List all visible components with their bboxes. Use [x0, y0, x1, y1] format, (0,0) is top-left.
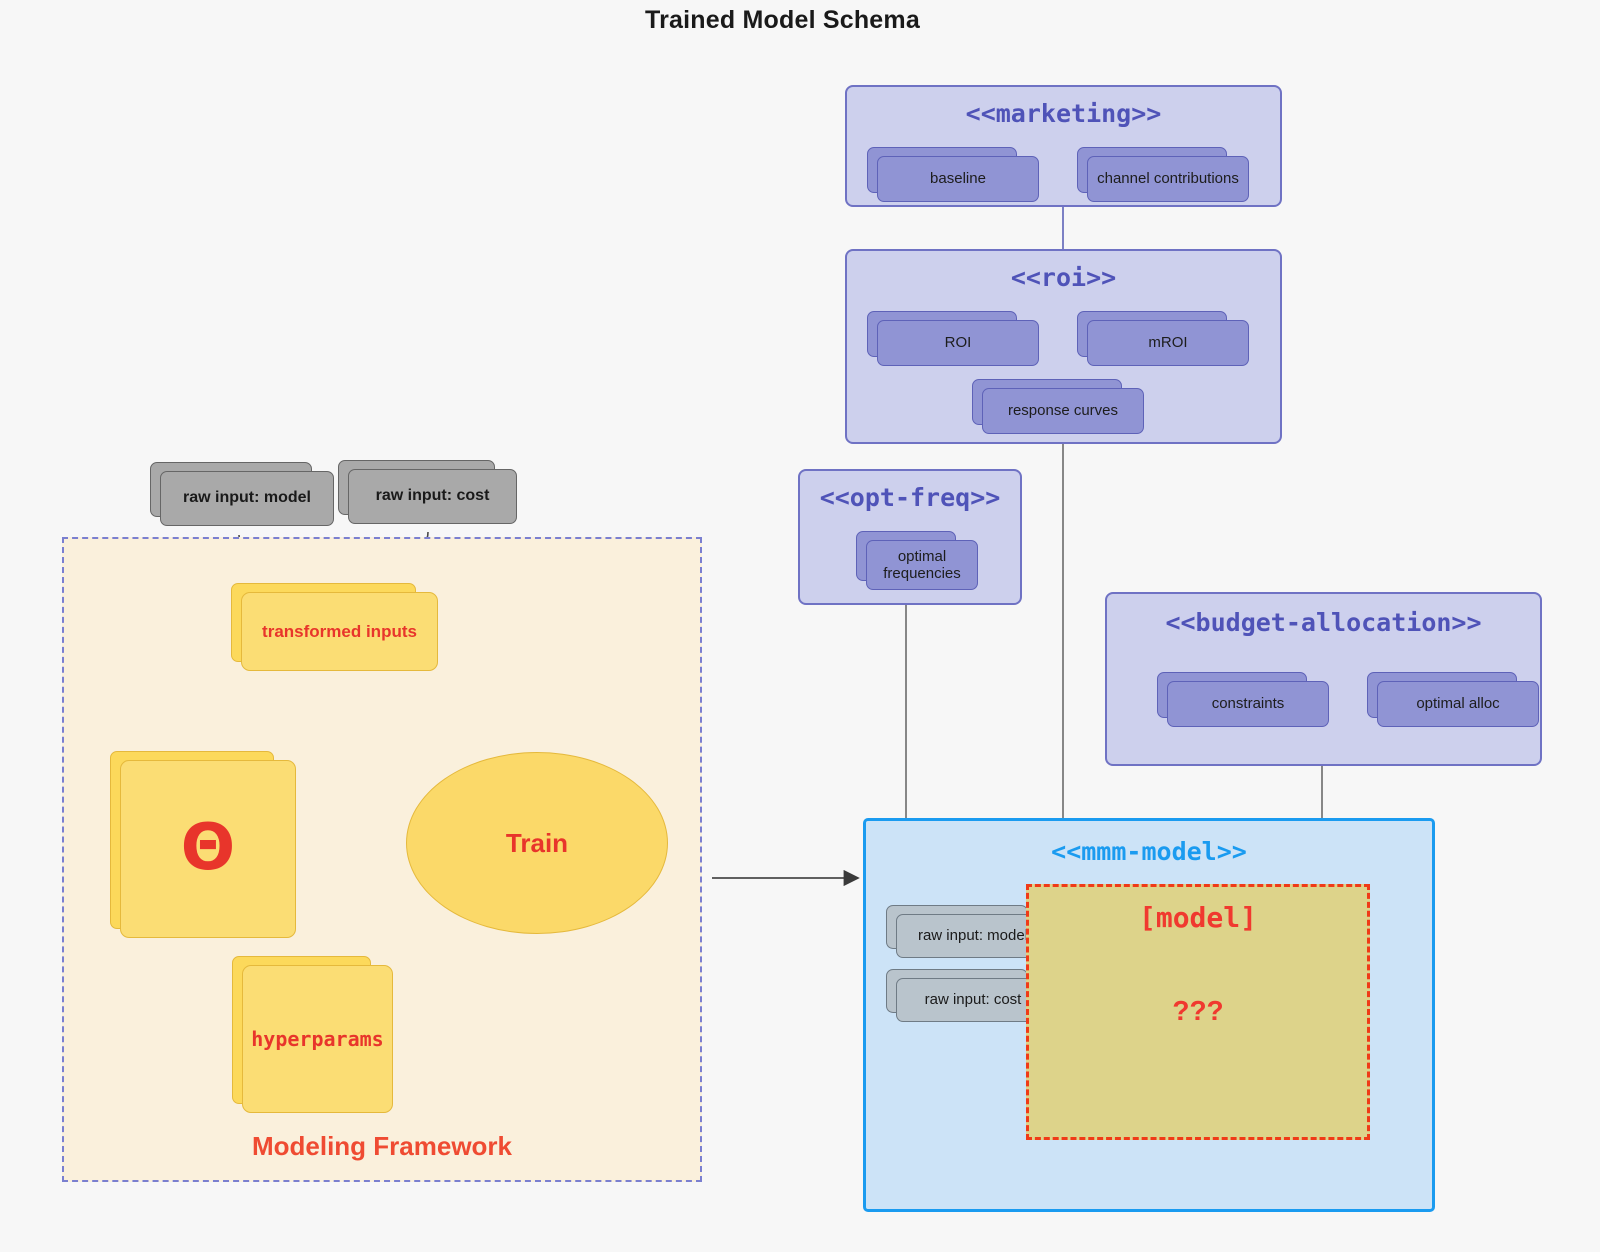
package-opt-freq-title: <<opt-freq>>: [819, 483, 1001, 512]
node-roi[interactable]: ROI: [867, 311, 1039, 366]
model-placeholder[interactable]: [model] ???: [1026, 884, 1370, 1140]
node-mmm-raw-input-model[interactable]: raw input: model: [886, 905, 1050, 958]
node-constraints-label: constraints: [1167, 681, 1329, 727]
model-placeholder-title: [model]: [1138, 901, 1257, 934]
node-mmm-raw-input-cost[interactable]: raw input: cost: [886, 969, 1050, 1022]
model-placeholder-subtitle: ???: [1172, 995, 1224, 1026]
node-raw-input-cost-label: raw input: cost: [348, 469, 517, 524]
node-mmm-raw-input-model-label: raw input: model: [896, 914, 1050, 958]
node-roi-label: ROI: [877, 320, 1039, 366]
node-mmm-raw-input-cost-label: raw input: cost: [896, 978, 1050, 1022]
node-constraints[interactable]: constraints: [1157, 672, 1329, 727]
node-optimal-frequencies[interactable]: optimal frequencies: [856, 531, 978, 590]
node-channel-contributions[interactable]: channel contributions: [1077, 147, 1249, 202]
node-theta[interactable]: Θ: [110, 751, 296, 938]
package-marketing[interactable]: <<marketing>> baseline channel contribut…: [845, 85, 1282, 207]
node-response-curves[interactable]: response curves: [972, 379, 1144, 434]
package-budget-allocation[interactable]: <<budget-allocation>> constraints optima…: [1105, 592, 1542, 766]
node-optimal-frequencies-label: optimal frequencies: [866, 540, 978, 590]
node-mroi-label: mROI: [1087, 320, 1249, 366]
train-label: Train: [505, 827, 569, 858]
package-roi[interactable]: <<roi>> ROI mROI response curves: [845, 249, 1282, 444]
node-optimal-alloc-label: optimal alloc: [1377, 681, 1539, 727]
modeling-framework-label: Modeling Framework: [251, 1131, 513, 1161]
node-hyperparams[interactable]: hyperparams: [232, 956, 393, 1113]
node-optimal-alloc[interactable]: optimal alloc: [1367, 672, 1539, 727]
node-baseline[interactable]: baseline: [867, 147, 1039, 202]
node-transformed-inputs[interactable]: transformed inputs: [231, 583, 438, 671]
node-raw-input-cost[interactable]: raw input: cost: [338, 460, 517, 524]
node-response-curves-label: response curves: [982, 388, 1144, 434]
package-roi-title: <<roi>>: [1010, 263, 1117, 292]
train-activity[interactable]: Train: [406, 752, 668, 934]
node-transformed-inputs-label: transformed inputs: [241, 592, 438, 671]
package-marketing-title: <<marketing>>: [965, 99, 1162, 128]
node-raw-input-model[interactable]: raw input: model: [150, 462, 334, 526]
node-mroi[interactable]: mROI: [1077, 311, 1249, 366]
package-opt-freq[interactable]: <<opt-freq>> optimal frequencies: [798, 469, 1022, 605]
package-budget-allocation-title: <<budget-allocation>>: [1165, 608, 1482, 637]
node-baseline-label: baseline: [877, 156, 1039, 202]
node-theta-label: Θ: [120, 760, 296, 938]
node-raw-input-model-label: raw input: model: [160, 471, 334, 526]
package-mmm-model-title: <<mmm-model>>: [1051, 837, 1247, 866]
page-title: Trained Model Schema: [645, 6, 920, 34]
node-channel-contributions-label: channel contributions: [1087, 156, 1249, 202]
node-hyperparams-label: hyperparams: [242, 965, 393, 1113]
